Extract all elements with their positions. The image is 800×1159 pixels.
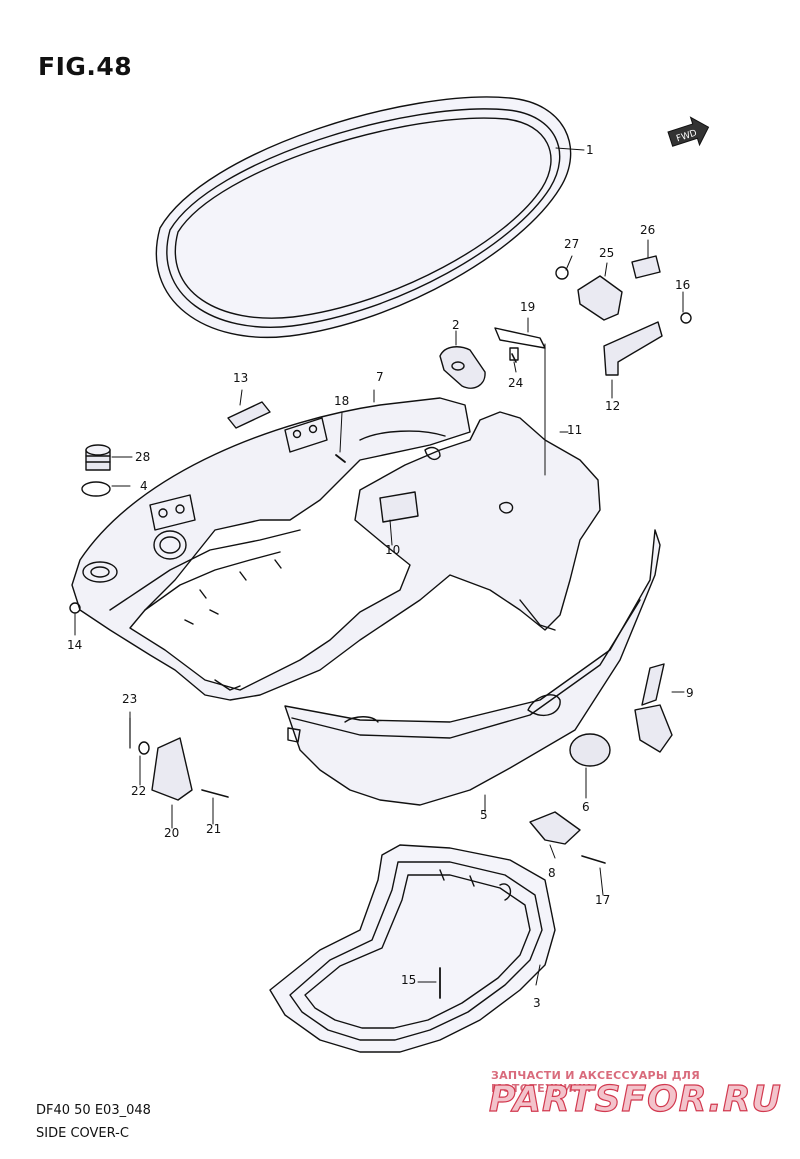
- part-10-pad: [379, 491, 419, 523]
- callout-15: 15: [401, 973, 417, 987]
- callout-21: 21: [206, 822, 222, 836]
- part-14-nut: [69, 602, 81, 614]
- callout-1: 1: [586, 143, 594, 157]
- figure-code: DF40 50 E03_048: [36, 1103, 151, 1118]
- callout-10: 10: [385, 543, 401, 557]
- part-7-side-cover: [71, 397, 601, 701]
- callout-8: 8: [548, 866, 556, 880]
- callout-23: 23: [122, 692, 138, 706]
- figure-title: FIG.48: [38, 52, 133, 81]
- watermark-logo: PARTSFOR.RU: [488, 1078, 782, 1120]
- part-28-plug: [85, 444, 111, 471]
- callout-3: 3: [533, 996, 541, 1010]
- leader-lines: [74, 147, 685, 986]
- callout-5: 5: [480, 808, 488, 822]
- callout-28: 28: [135, 450, 151, 464]
- callout-9: 9: [686, 686, 694, 700]
- callout-22: 22: [131, 784, 147, 798]
- callout-24: 24: [508, 376, 524, 390]
- part-3-bottom-pan: [269, 844, 556, 1053]
- callout-20: 20: [164, 826, 180, 840]
- callout-11: 11: [567, 423, 583, 437]
- part-17-screw: [581, 855, 606, 864]
- part-19-bracket: [494, 327, 546, 476]
- callout-6: 6: [582, 800, 590, 814]
- callout-25: 25: [599, 246, 615, 260]
- part-8-clip: [529, 811, 581, 845]
- hinge-assembly: [555, 255, 692, 376]
- part-22-washer: [138, 741, 150, 755]
- callout-4: 4: [140, 479, 148, 493]
- callout-17: 17: [595, 893, 611, 907]
- part-18-screw: [335, 454, 346, 463]
- callout-12: 12: [605, 399, 621, 413]
- part-5-lower-cover: [284, 529, 661, 806]
- callout-19: 19: [520, 300, 536, 314]
- callout-7: 7: [376, 370, 384, 384]
- callout-14: 14: [67, 638, 83, 652]
- callout-26: 26: [640, 223, 656, 237]
- part-13-plate: [227, 401, 271, 429]
- forward-arrow-icon: FWD: [667, 116, 710, 147]
- figure-name: SIDE COVER-C: [36, 1126, 129, 1141]
- part-24-screw: [511, 353, 517, 363]
- callout-18: 18: [334, 394, 350, 408]
- part-2-grommet: [439, 346, 486, 389]
- part-4-washer: [81, 481, 111, 497]
- watermark-tagline: ЗАПЧАСТИ И АКСЕССУАРЫ ДЛЯ МОТОТЕХНИКИ: [491, 1069, 701, 1095]
- part-6-cap: [569, 733, 611, 767]
- callout-13: 13: [233, 371, 249, 385]
- callout-27: 27: [564, 237, 580, 251]
- part-21-bolt: [201, 789, 229, 798]
- part-1-seal-ring: [155, 96, 572, 338]
- part-9-latch: [634, 663, 673, 753]
- callout-2: 2: [452, 318, 460, 332]
- callout-16: 16: [675, 278, 691, 292]
- part-20-block: [151, 737, 193, 801]
